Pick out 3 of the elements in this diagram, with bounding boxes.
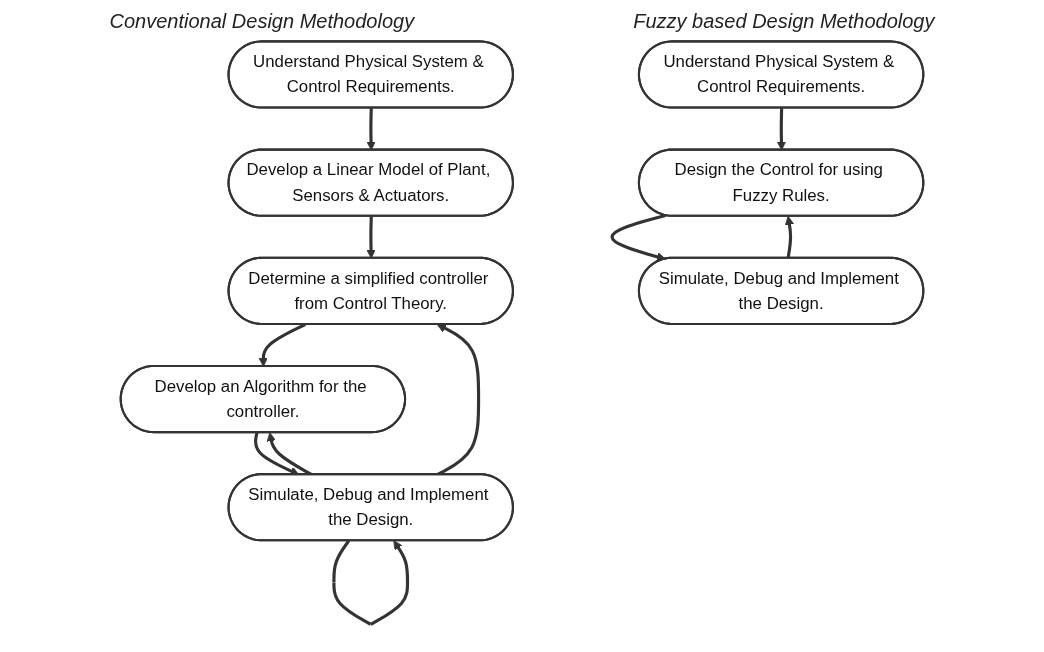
arrow xyxy=(610,213,666,262)
column-heading: Conventional Design Methodology xyxy=(109,10,415,33)
column-heading: Fuzzy based Design Methodology xyxy=(633,10,935,33)
